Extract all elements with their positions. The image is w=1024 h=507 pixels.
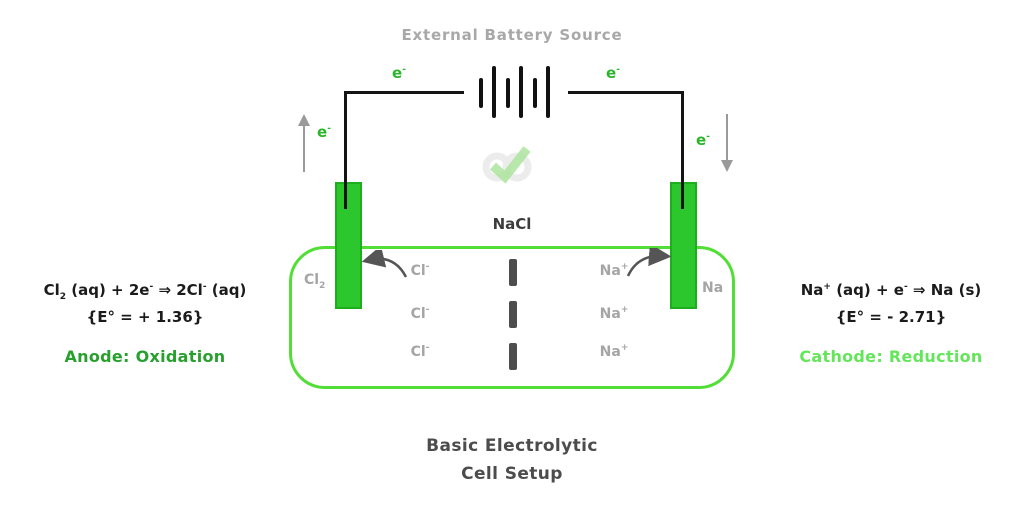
electron-label-right-wire: e-: [606, 64, 620, 82]
cathode-role-label: Cathode: Reduction: [799, 347, 983, 366]
battery-cell-bar: [479, 78, 483, 108]
membrane-dash: [509, 343, 517, 370]
diagram-caption-line2: Cell Setup: [461, 464, 563, 484]
sodium-ion-label: Na+: [599, 262, 629, 279]
anode-half-equation: Cl2 (aq) + 2e- ⇒ 2Cl- (aq): [43, 281, 247, 302]
electron-label-left-flow: e-: [317, 123, 331, 141]
wire-right-horizontal: [568, 91, 684, 94]
curved-arrow-left-icon: [361, 250, 408, 278]
external-battery-source-label: External Battery Source: [401, 26, 623, 44]
membrane-dash: [509, 301, 517, 328]
anode-role-label: Anode: Oxidation: [64, 347, 226, 366]
wire-left-vertical: [344, 91, 347, 209]
solution-label: NaCl: [492, 215, 532, 233]
battery-cell-bar: [519, 66, 523, 118]
battery-cell-bar: [506, 78, 510, 108]
cathode-half-equation: Na+ (aq) + e- ⇒ Na (s): [800, 281, 982, 299]
battery-cell-bar: [533, 78, 537, 108]
chloride-ion-label: Cl-: [410, 262, 430, 279]
down-arrow-icon: [721, 114, 733, 172]
electron-label-left-wire: e-: [392, 64, 406, 82]
anode-info-block: Cl2 (aq) + 2e- ⇒ 2Cl- (aq) {E° = + 1.36}…: [15, 281, 275, 366]
curved-arrow-right-icon: [626, 248, 672, 277]
anode-standard-potential: {E° = + 1.36}: [86, 308, 204, 326]
sodium-ion-label: Na+: [599, 343, 629, 360]
sodium-metal-label: Na: [702, 280, 724, 296]
anode-electrode: [335, 182, 362, 309]
battery-cell-bar: [492, 66, 496, 118]
chloride-ion-label: Cl-: [410, 343, 430, 360]
wire-left-horizontal: [344, 91, 464, 94]
checkmark-logo-watermark: [482, 146, 532, 184]
up-arrow-icon: [298, 114, 310, 172]
membrane-dash: [509, 259, 517, 286]
wire-right-vertical: [681, 91, 684, 209]
diagram-caption-line1: Basic Electrolytic: [426, 436, 598, 456]
chlorine-gas-label: Cl2: [304, 272, 326, 291]
cathode-info-block: Na+ (aq) + e- ⇒ Na (s) {E° = - 2.71} Cat…: [766, 281, 1016, 366]
chloride-ion-label: Cl-: [410, 305, 430, 322]
sodium-ion-label: Na+: [599, 305, 629, 322]
cathode-standard-potential: {E° = - 2.71}: [835, 308, 947, 326]
battery-cell-bar: [546, 66, 550, 118]
electron-label-right-flow: e-: [696, 131, 710, 149]
